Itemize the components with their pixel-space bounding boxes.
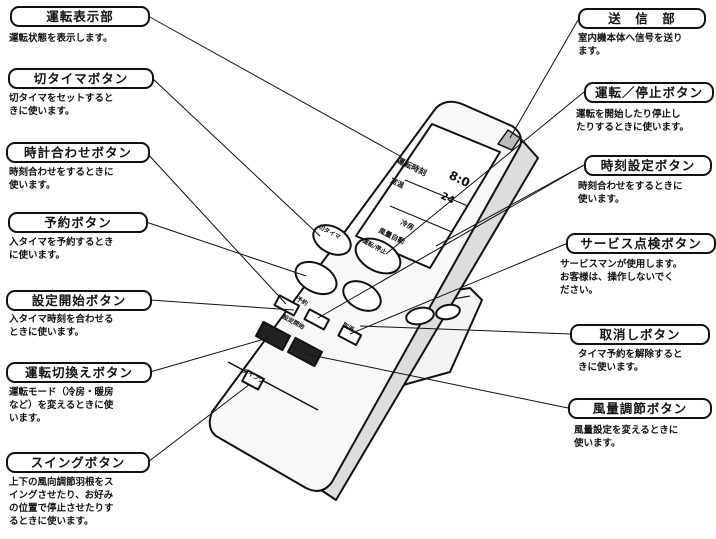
leader-service — [349, 242, 569, 335]
set-start-button-shape[interactable] — [338, 275, 386, 317]
cover-button-2[interactable] — [435, 303, 461, 322]
desc-set-start-button: 入タイマ時刻を合わせる ときに使います。 — [9, 314, 114, 338]
desc-fan-button: 風量設定を変えるときに 使います。 — [574, 425, 679, 449]
leader-operation-display — [147, 15, 401, 157]
leader-swing — [147, 383, 251, 463]
leader-cancel — [359, 325, 571, 335]
remote-control — [208, 100, 539, 501]
leader-run-stop — [385, 91, 585, 255]
lcd-divider-2 — [389, 205, 453, 233]
desc-swing-button: 上下の風向調節羽根をス イングさせたり、お好み の位置で停止させたりす るときに… — [9, 477, 114, 527]
transmitter-window — [497, 129, 521, 151]
leader-set-start — [149, 299, 295, 311]
label-swing-button: スイングボタン — [6, 452, 150, 473]
leader-transmitter — [509, 19, 579, 139]
desc-cancel-button: タイマ予約を解除すると きに使います。 — [578, 349, 683, 373]
fan-button-shape[interactable] — [287, 336, 323, 368]
cover-button-1[interactable] — [405, 305, 436, 326]
desc-time-set-button: 時刻合わせをするときに 使います。 — [578, 181, 683, 205]
reserve-button-shape[interactable] — [290, 255, 342, 300]
label-reserve-button: 予約ボタン — [8, 212, 148, 233]
leader-fan — [305, 353, 569, 409]
label-clock-button: 時計合わせボタン — [6, 142, 150, 163]
label-set-start-button: 設定開始ボタン — [6, 290, 152, 311]
clock-button-shape[interactable] — [273, 294, 301, 317]
desc-reserve-button: 入タイマを予約するとき に使います。 — [9, 237, 114, 261]
lid-line — [227, 361, 319, 411]
swing-button-shape[interactable] — [241, 369, 265, 391]
desc-mode-button: 運転モード（冷房・暖房 など）を変えるときに使 います。 — [9, 387, 114, 424]
leader-clock — [145, 151, 287, 305]
desc-operation-display: 運転状態を表示します。 — [9, 33, 113, 44]
label-fan-button: 風量調節ボタン — [568, 398, 712, 419]
label-service-button: サービス点検ボタン — [566, 233, 716, 254]
desc-run-stop-button: 運転を開始したり停止し たりするときに使います。 — [576, 109, 690, 133]
label-cancel-button: 取消しボタン — [570, 324, 710, 345]
lcd-divider-1 — [404, 179, 469, 207]
label-timer-off-button: 切タイマボタン — [8, 68, 154, 89]
leader-time-set-b — [435, 164, 585, 247]
desc-transmitter: 室内機本体へ信号を送り ます。 — [578, 33, 683, 57]
lcd-text-room-value: 24 — [439, 191, 456, 207]
leader-lines — [145, 15, 585, 463]
label-transmitter: 送 信 部 — [578, 8, 706, 29]
desc-service-button: サービスマンが使用します。 お客様は、操作しないでく ださい。 — [560, 259, 683, 296]
label-mode-button: 運転切換えボタン — [6, 362, 152, 383]
leader-mode — [149, 337, 269, 373]
time-set-button-shape[interactable] — [303, 308, 331, 331]
desc-clock-button: 時刻合わせをするときに 使います。 — [9, 167, 114, 191]
service-button-shape[interactable] — [337, 324, 363, 346]
label-run-stop-button: 運転／停止ボタン — [584, 82, 714, 103]
lcd-screen — [355, 123, 501, 269]
run-stop-button-shape[interactable] — [350, 231, 406, 280]
label-operation-display: 運転表示部 — [10, 6, 150, 27]
leader-time-set-a — [317, 164, 585, 319]
mode-button-shape[interactable] — [255, 320, 291, 352]
leader-reserve — [145, 221, 307, 277]
label-time-set-button: 時刻設定ボタン — [584, 155, 712, 176]
leader-timer-off — [151, 77, 321, 237]
desc-timer-off-button: 切タイマをセットすると きに使います。 — [9, 93, 114, 117]
